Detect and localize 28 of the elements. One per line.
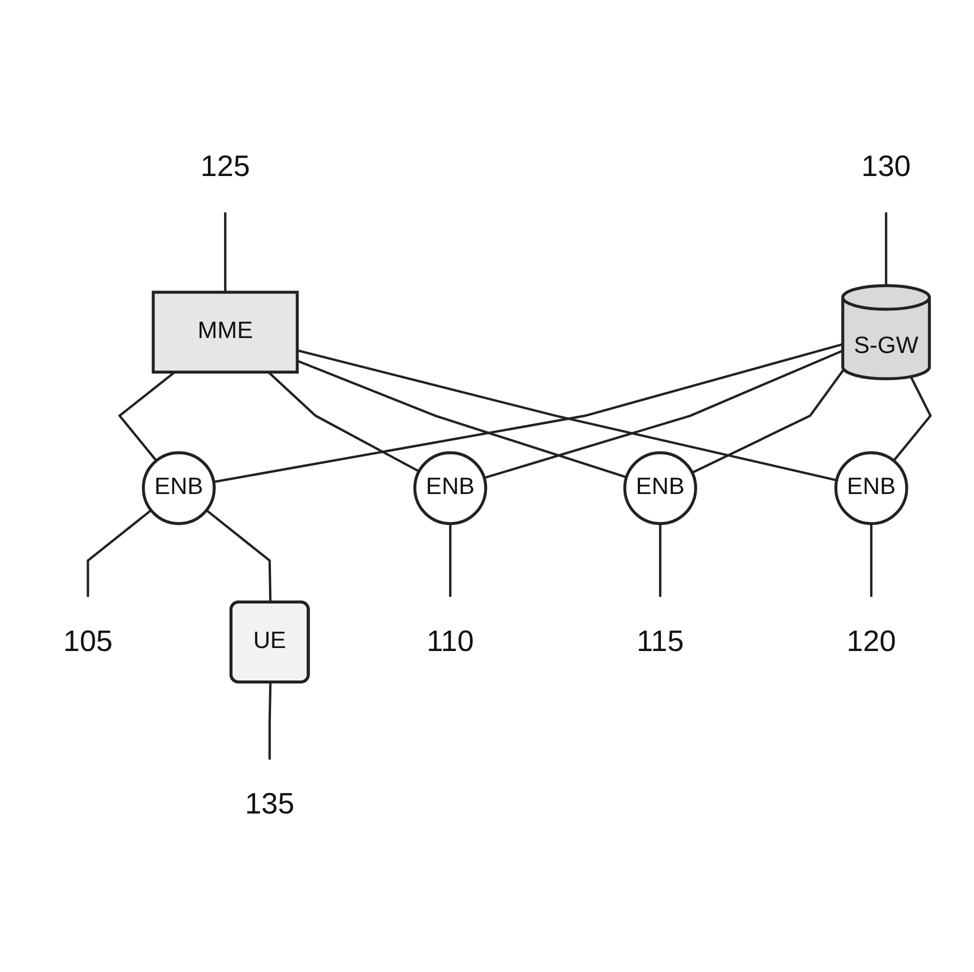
connector: [86, 509, 152, 598]
node-text: 105: [63, 626, 113, 658]
node-text: 120: [846, 626, 896, 658]
node-circle: ENB: [142, 451, 216, 526]
connector: [224, 212, 226, 292]
node-text: 115: [636, 626, 684, 658]
node-circle: ENB: [623, 451, 698, 526]
connector: [449, 524, 452, 598]
connector: [296, 349, 837, 482]
connector: [268, 371, 420, 472]
connector: [213, 343, 844, 484]
connector: [206, 509, 272, 603]
node-circle: ENB: [834, 451, 908, 526]
node-text: 135: [244, 788, 294, 822]
connector: [484, 350, 844, 480]
connector: [118, 371, 176, 462]
node-circle: ENB: [413, 451, 488, 526]
connector: [268, 682, 272, 760]
node-text: 125: [200, 150, 250, 184]
connector: [892, 376, 932, 462]
connector: [659, 524, 662, 598]
connector: [870, 524, 872, 598]
node-text: 130: [861, 150, 911, 184]
node-text: 110: [426, 626, 474, 658]
connector: [296, 360, 627, 478]
node-box: MME: [152, 290, 299, 374]
connector: [692, 368, 845, 474]
connector: [884, 212, 888, 286]
